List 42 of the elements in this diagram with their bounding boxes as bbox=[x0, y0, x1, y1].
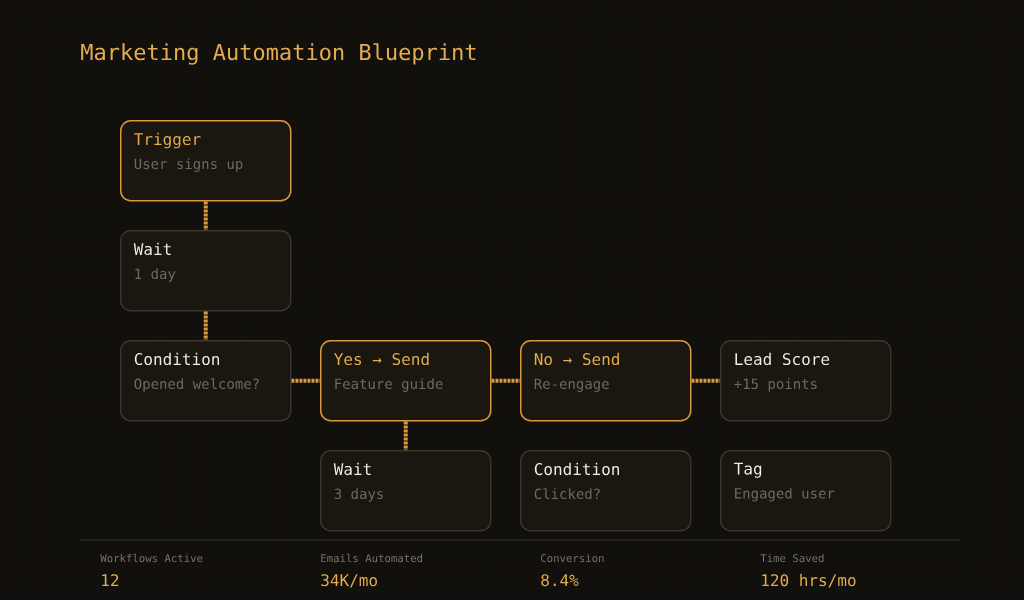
stat-label: Time Saved bbox=[760, 553, 824, 563]
stat-label: Emails Automated bbox=[321, 553, 422, 563]
title: Marketing Automation Blueprint bbox=[81, 43, 476, 65]
step-title: Yes → Send bbox=[334, 352, 429, 366]
step-detail: Opened welcome? bbox=[134, 378, 259, 392]
step-box bbox=[120, 120, 292, 202]
stat-value: 8.4% bbox=[541, 574, 579, 587]
step-title: Trigger bbox=[134, 132, 201, 149]
step-detail: Engaged user bbox=[735, 487, 835, 502]
step-box bbox=[520, 340, 692, 422]
step-detail: Feature guide bbox=[335, 378, 443, 392]
connector bbox=[291, 378, 320, 383]
stat-label: Workflows Active bbox=[100, 553, 203, 563]
connector bbox=[491, 378, 520, 383]
step-box bbox=[720, 340, 892, 422]
connector bbox=[691, 378, 720, 383]
step-box bbox=[120, 230, 292, 312]
step-title: Wait bbox=[133, 242, 171, 256]
stat-label: Conversion bbox=[541, 553, 604, 563]
step-title: No → Send bbox=[534, 352, 619, 366]
step-detail: Clicked? bbox=[534, 488, 600, 500]
stat-value: 120 hrs/mo bbox=[762, 573, 856, 588]
step-box bbox=[320, 340, 492, 422]
step-box bbox=[320, 450, 492, 532]
step-detail: 3 days bbox=[334, 488, 383, 502]
stat-value: 12 bbox=[102, 574, 119, 586]
step-title: Wait bbox=[333, 462, 371, 476]
step-title: Condition bbox=[534, 462, 619, 476]
step-title: Condition bbox=[134, 352, 219, 366]
connector bbox=[203, 201, 208, 230]
connector bbox=[203, 311, 208, 340]
step-detail: 1 day bbox=[135, 268, 176, 282]
step-box bbox=[520, 450, 692, 532]
step-detail: User signs up bbox=[134, 158, 243, 172]
step-detail: Re-engage bbox=[534, 378, 609, 392]
stat-value: 34K/mo bbox=[321, 574, 377, 588]
step-box bbox=[120, 340, 292, 422]
step-title: Lead Score bbox=[735, 352, 830, 366]
step-box bbox=[720, 450, 892, 532]
step-title: Tag bbox=[734, 462, 762, 478]
connector bbox=[403, 421, 408, 450]
step-detail: +15 points bbox=[734, 378, 817, 392]
